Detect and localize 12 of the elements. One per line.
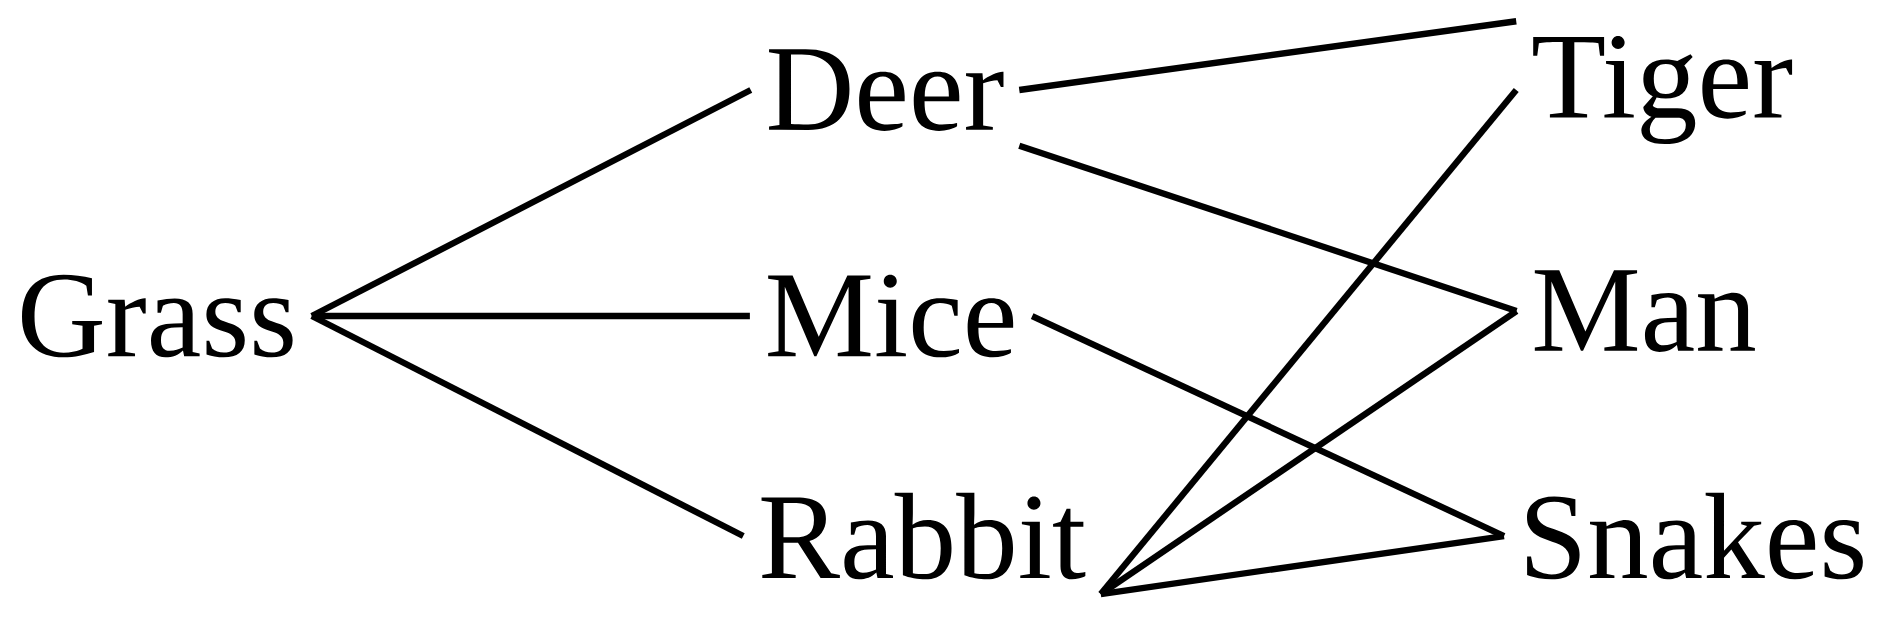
word-label: Deer bbox=[769, 49, 1004, 131]
connecting-line bbox=[310, 313, 745, 539]
connecting-line bbox=[1018, 18, 1517, 94]
word-label: Grass bbox=[22, 274, 293, 358]
word-label: Snakes bbox=[1527, 492, 1863, 580]
word-label: Man bbox=[1534, 270, 1755, 352]
word-label: Tiger bbox=[1533, 36, 1793, 145]
word-label: Rabbit bbox=[761, 492, 1086, 580]
connecting-line bbox=[1018, 142, 1518, 314]
connecting-line bbox=[1100, 532, 1505, 598]
word-label: Mice bbox=[768, 274, 1014, 358]
connecting-line bbox=[1099, 308, 1519, 597]
